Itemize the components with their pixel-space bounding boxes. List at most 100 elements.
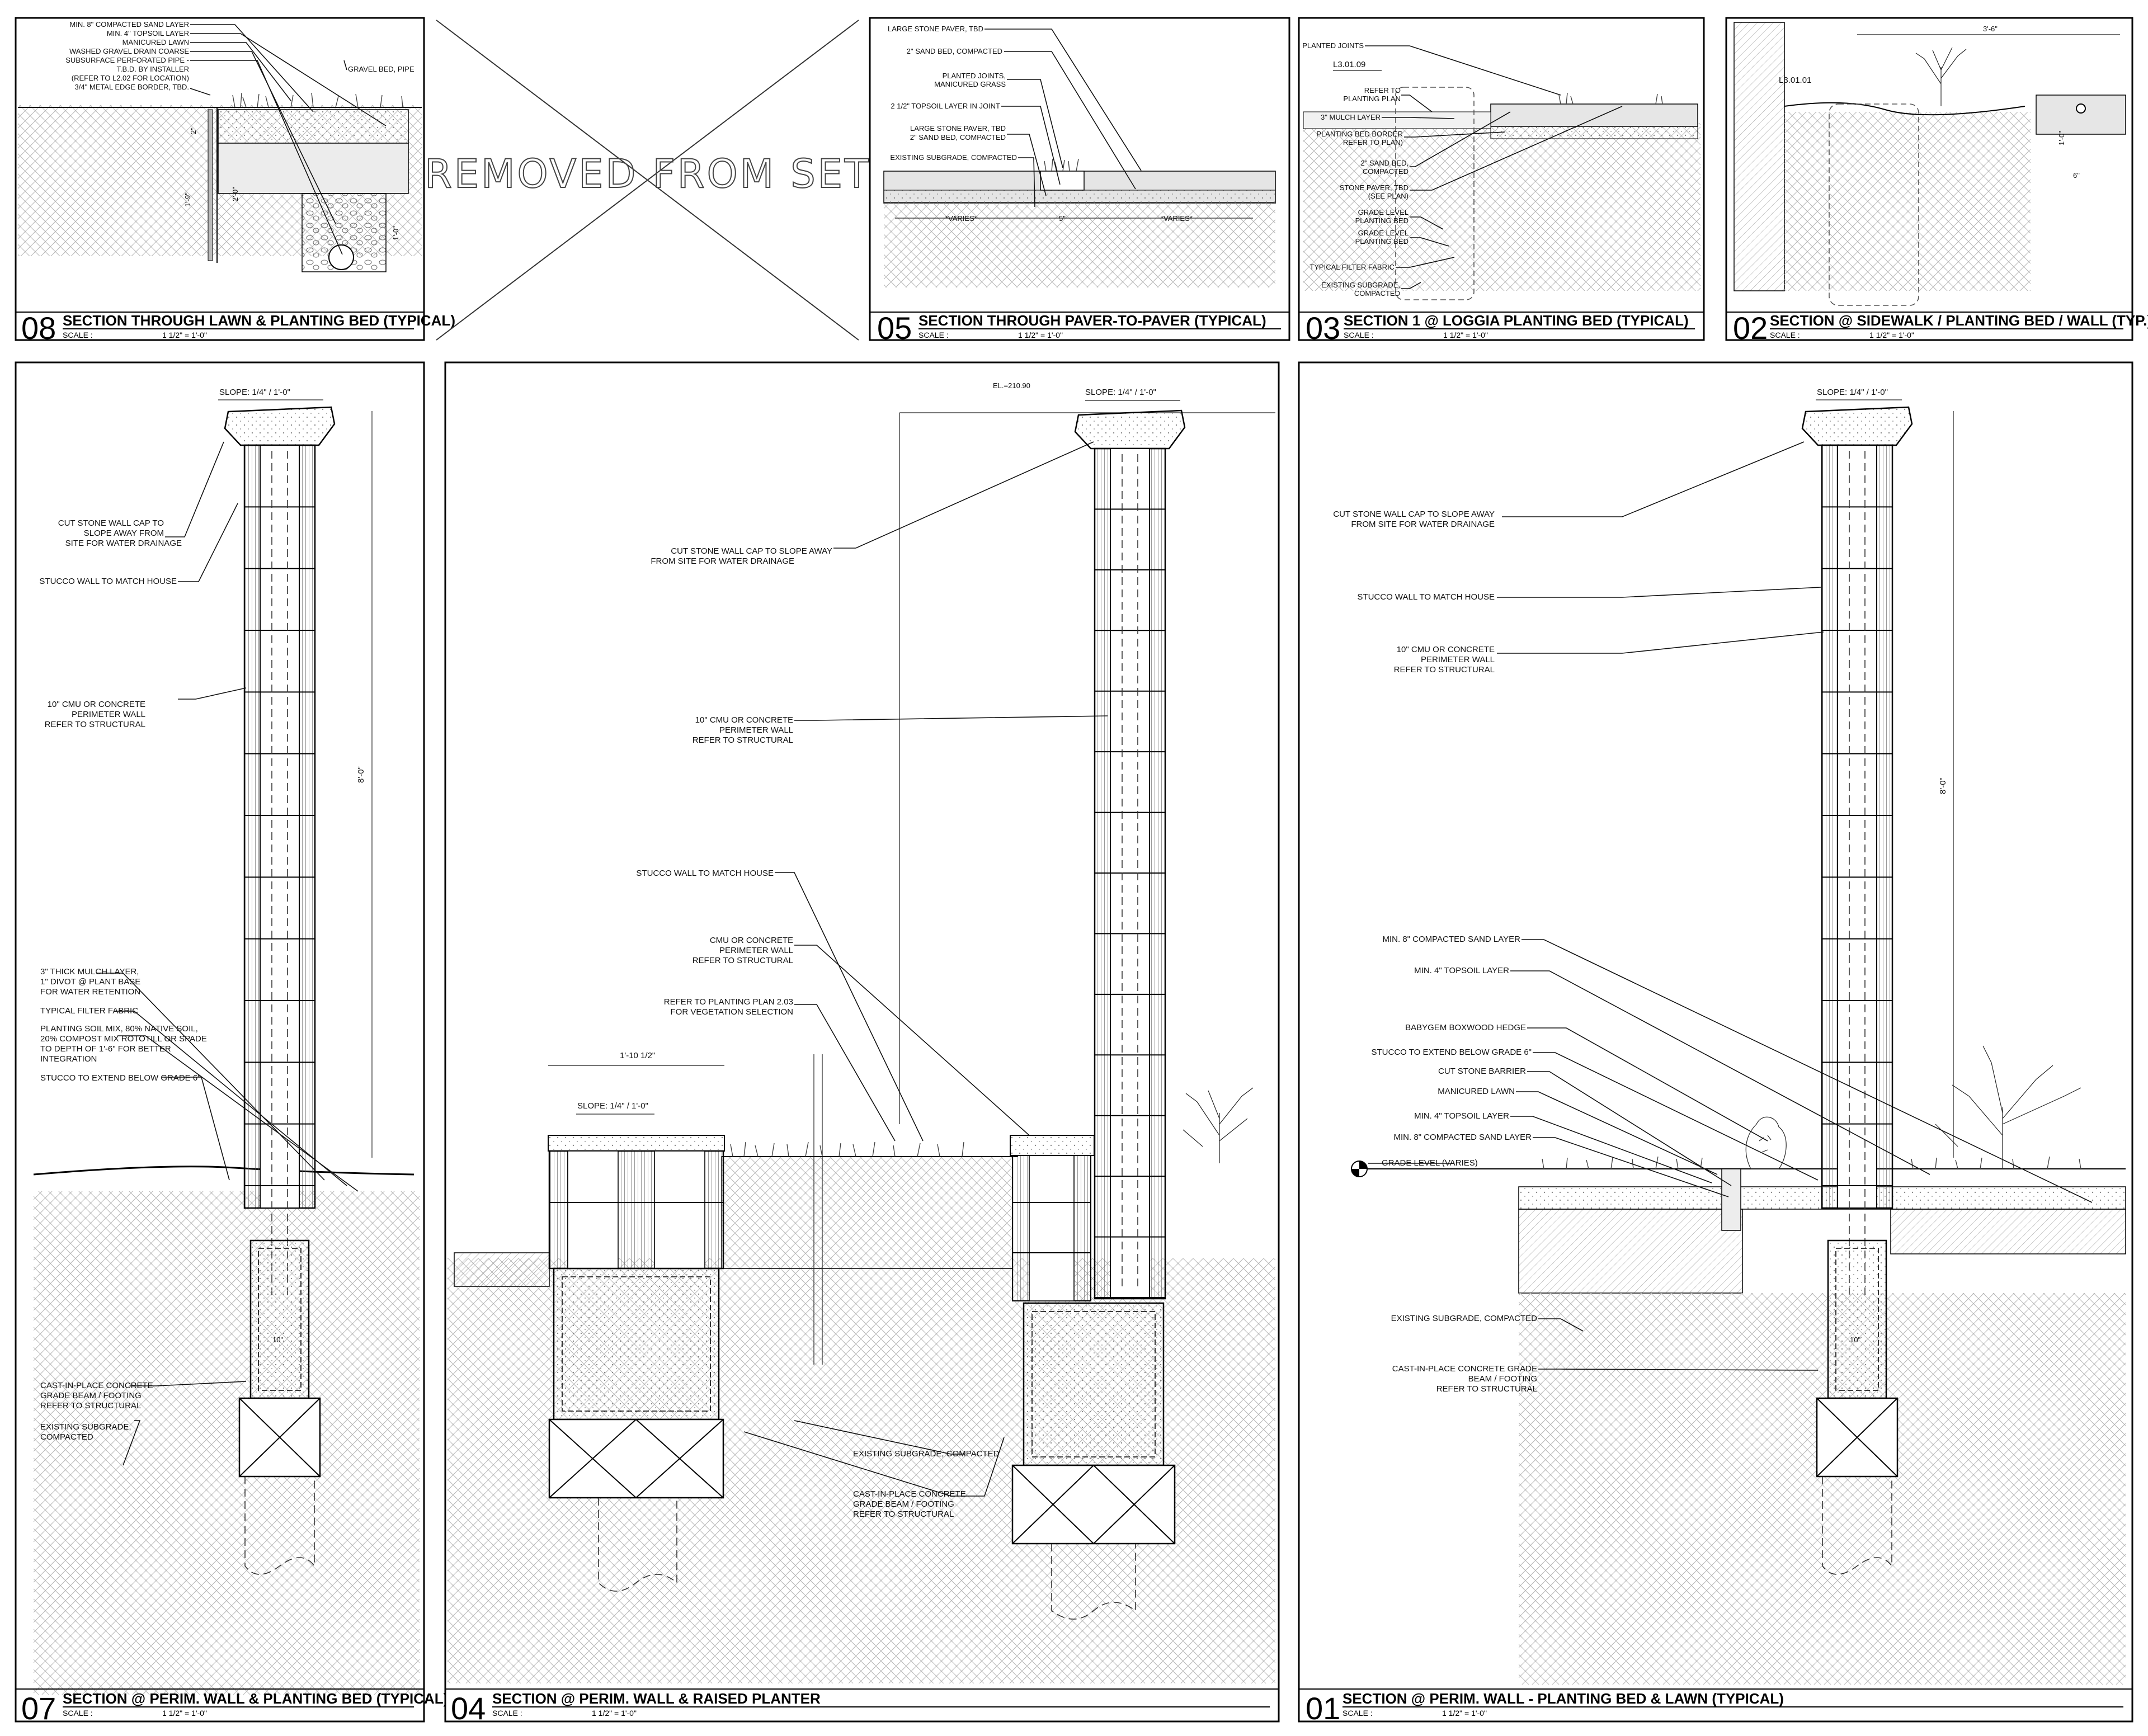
note: TO DEPTH OF 1'-6" FOR BETTER — [40, 1044, 171, 1054]
note: BEAM / FOOTING — [1468, 1374, 1537, 1384]
slope-label: SLOPE: 1/4" / 1'-0" — [1817, 388, 1888, 397]
note: EXISTING SUBGRADE, COMPACTED — [890, 153, 1017, 162]
note: REFER TO — [1364, 86, 1401, 95]
dim-label: 1'-10 1/2" — [620, 1051, 655, 1060]
dim-label: 10" — [1850, 1336, 1860, 1344]
subgrade-hatch — [1784, 112, 2031, 291]
note: PERIMETER WALL — [1421, 655, 1495, 664]
subgrade-hatch — [1494, 123, 1700, 291]
panel-number: 08 — [21, 310, 56, 346]
note: REFER TO PLANTING PLAN 2.03 — [664, 997, 793, 1007]
panel-title: SECTION @ SIDEWALK / PLANTING BED / WALL… — [1770, 312, 2148, 329]
scale-value: 1 1/2" = 1'-0" — [1018, 331, 1063, 339]
cmu-core — [260, 445, 300, 1209]
note: GRADE LEVEL — [1358, 208, 1409, 216]
note: CUT STONE WALL CAP TO SLOPE AWAY — [671, 546, 832, 556]
panel-08: MIN. 8" COMPACTED SAND LAYER MIN. 4" TOP… — [15, 17, 455, 346]
panel-04: CUT STONE WALL CAP TO SLOPE AWAY FROM SI… — [444, 361, 1280, 1726]
tree-sketch — [1935, 1045, 2081, 1169]
dim-label: 1'-9" — [183, 192, 192, 207]
note: 2" SAND BED, — [1360, 159, 1409, 167]
note: CAST-IN-PLACE CONCRETE — [853, 1489, 966, 1499]
note: PLANTING PLAN — [1343, 95, 1401, 103]
note: CUT STONE WALL CAP TO SLOPE AWAY — [1333, 510, 1495, 519]
cmu-core — [1837, 445, 1877, 1209]
slope-label: SLOPE: 1/4" / 1'-0" — [1085, 388, 1156, 397]
note: PERIMETER WALL — [72, 710, 145, 719]
slope-label: SLOPE: 1/4" / 1'-0" — [577, 1101, 648, 1111]
panel-title: SECTION @ PERIM. WALL & PLANTING BED (TY… — [63, 1690, 448, 1707]
note: REFER TO STRUCTURAL — [693, 956, 793, 965]
panel-number: 02 — [1733, 310, 1768, 346]
note: T.B.D. BY INSTALLER — [116, 65, 189, 73]
sidewalk-slab — [2036, 95, 2126, 135]
shrub-sketch — [1183, 1087, 1254, 1163]
note: EXISTING SUBGRADE, COMPACTED — [1391, 1314, 1538, 1323]
dim-label: 5" — [1059, 214, 1066, 223]
panel-title: SECTION THROUGH PAVER-TO-PAVER (TYPICAL) — [918, 312, 1266, 329]
note: 2" SAND BED, COMPACTED — [907, 47, 1002, 55]
note: WASHED GRAVEL DRAIN COARSE — [69, 47, 189, 55]
note: 20% COMPOST MIX ROTOTILL OR SPADE — [40, 1034, 207, 1044]
note: REFER TO STRUCTURAL — [1394, 665, 1495, 674]
note: PLANTED JOINTS, — [943, 72, 1006, 80]
dim-label: *VARIES* — [945, 214, 977, 223]
panel-number: 07 — [21, 1691, 56, 1726]
note: CAST-IN-PLACE CONCRETE — [40, 1381, 153, 1390]
note: COMPACTED — [1354, 289, 1400, 298]
stone-paver — [1490, 103, 1698, 127]
note: MIN. 8" COMPACTED SAND LAYER — [69, 20, 189, 29]
sand-bed — [883, 190, 1276, 204]
panel-number: 05 — [877, 310, 912, 346]
rebar-cage — [1835, 1248, 1879, 1391]
pier-extension — [1822, 1476, 1892, 1575]
note: REFER TO STRUCTURAL — [45, 720, 145, 729]
note: MIN. 4" TOPSOIL LAYER — [107, 29, 189, 37]
note: 2 1/2" TOPSOIL LAYER IN JOINT — [891, 102, 1000, 110]
dim-label: 6" — [2073, 171, 2080, 180]
note: 10" CMU OR CONCRETE — [48, 700, 145, 709]
note: CUT STONE BARRIER — [1438, 1067, 1526, 1076]
note: STUCCO TO EXTEND BELOW GRADE 6" — [1372, 1048, 1532, 1057]
panel-title: SECTION THROUGH LAWN & PLANTING BED (TYP… — [63, 312, 455, 329]
scale-label: SCALE : — [492, 1709, 522, 1718]
note: SLOPE AWAY FROM — [84, 529, 164, 538]
note: 10" CMU OR CONCRETE — [695, 715, 793, 725]
note: MIN. 8" COMPACTED SAND LAYER — [1394, 1133, 1532, 1142]
grade-level-symbol — [1351, 1161, 1368, 1177]
note: REFER TO STRUCTURAL — [853, 1509, 954, 1519]
panel-number: 03 — [1306, 310, 1340, 346]
dim-label: 2'-0" — [231, 187, 239, 201]
note: 2" SAND BED, COMPACTED — [910, 133, 1006, 141]
note: TYPICAL FILTER FABRIC — [40, 1006, 138, 1016]
note: COMPACTED — [40, 1432, 93, 1442]
scale-label: SCALE : — [63, 331, 93, 339]
footing — [1827, 1239, 1887, 1399]
scale-value: 1 1/2" = 1'-0" — [1442, 1709, 1487, 1718]
rebar-cage — [258, 1248, 302, 1391]
note: STUCCO WALL TO MATCH HOUSE — [636, 869, 774, 878]
note: CAST-IN-PLACE CONCRETE GRADE — [1392, 1364, 1537, 1374]
pier-extension — [244, 1476, 315, 1575]
perimeter-wall — [224, 406, 336, 1575]
note: FROM SITE FOR WATER DRAINAGE — [1351, 520, 1495, 529]
ref-label: L3.01.01 — [1779, 76, 1811, 85]
panel-05: LARGE STONE PAVER, TBD 2" SAND BED, COMP… — [869, 17, 1290, 346]
note: STUCCO WALL TO MATCH HOUSE — [39, 577, 177, 586]
sand-layer — [218, 109, 409, 144]
subgrade-hatch — [34, 1191, 420, 1695]
note: STUCCO WALL TO MATCH HOUSE — [1357, 592, 1495, 602]
note: REFER TO STRUCTURAL — [1436, 1384, 1537, 1394]
subgrade-hatch — [884, 204, 1275, 287]
note: FROM SITE FOR WATER DRAINAGE — [651, 556, 794, 566]
note: SUBSURFACE PERFORATED PIPE - — [65, 56, 189, 64]
note: MIN. 4" TOPSOIL LAYER — [1414, 1111, 1509, 1121]
note: (SEE PLAN) — [1368, 192, 1409, 200]
note: 10" CMU OR CONCRETE — [1397, 645, 1495, 654]
scale-value: 1 1/2" = 1'-0" — [162, 1709, 207, 1718]
note: INTEGRATION — [40, 1054, 97, 1064]
wall-cap — [224, 406, 336, 446]
note: 3" MULCH LAYER — [1321, 113, 1381, 121]
removed-from-set-text: REMOVED FROM SET — [425, 151, 870, 197]
note: LARGE STONE PAVER, TBD — [888, 25, 983, 33]
